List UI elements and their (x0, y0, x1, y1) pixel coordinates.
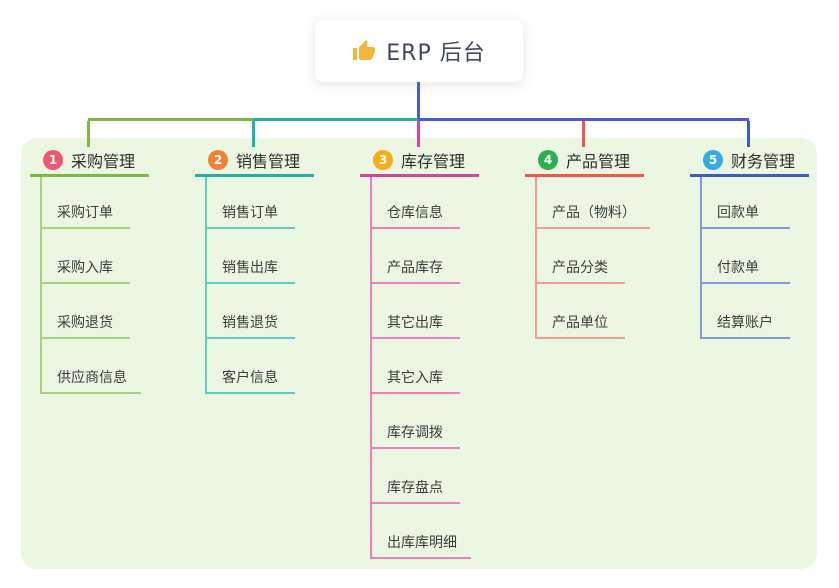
child-node-label: 库存盘点 (387, 480, 443, 496)
connector-drop (747, 121, 750, 147)
child-node-label: 结算账户 (717, 315, 773, 331)
branch-销售管理: 2 销售管理销售订单销售出库销售退货客户信息 (195, 146, 355, 394)
child-node[interactable]: 产品（物料） (537, 177, 650, 229)
child-node[interactable]: 回款单 (702, 177, 790, 229)
connector-drop (582, 121, 585, 147)
thumbs-up-icon (352, 39, 376, 63)
child-node-label: 其它入库 (387, 370, 443, 386)
child-node[interactable]: 其它出库 (372, 284, 460, 339)
child-node[interactable]: 产品库存 (372, 229, 460, 284)
child-node-label: 采购入库 (57, 260, 113, 276)
branch-label: 产品管理 (566, 152, 631, 171)
child-node[interactable]: 仓库信息 (372, 177, 460, 229)
branch-number-badge: 4 (538, 150, 558, 170)
child-node[interactable]: 客户信息 (207, 339, 295, 394)
child-node[interactable]: 采购退货 (42, 284, 130, 339)
branch-title[interactable]: 3 库存管理 (360, 146, 479, 177)
child-node-label: 回款单 (717, 205, 759, 221)
branch-采购管理: 1 采购管理采购订单采购入库采购退货供应商信息 (30, 146, 190, 394)
branch-title[interactable]: 2 销售管理 (195, 146, 314, 177)
connector-drop (87, 121, 90, 147)
child-node-label: 仓库信息 (387, 205, 443, 221)
branch-财务管理: 5 财务管理回款单付款单结算账户 (690, 146, 839, 339)
child-node[interactable]: 库存调拨 (372, 394, 460, 449)
branch-title[interactable]: 4 产品管理 (525, 146, 644, 177)
branch-title[interactable]: 1 采购管理 (30, 146, 149, 177)
child-node[interactable]: 产品分类 (537, 229, 625, 284)
child-node-label: 产品（物料） (552, 205, 636, 221)
branch-number-badge: 1 (43, 150, 63, 170)
child-node[interactable]: 产品单位 (537, 284, 625, 339)
child-node[interactable]: 库存盘点 (372, 449, 460, 504)
child-node[interactable]: 付款单 (702, 229, 790, 284)
branches-panel (21, 138, 817, 569)
child-node-label: 其它出库 (387, 315, 443, 331)
branch-title[interactable]: 5 财务管理 (690, 146, 809, 177)
branch-children: 回款单付款单结算账户 (700, 177, 790, 339)
branch-children: 采购订单采购入库采购退货供应商信息 (40, 177, 141, 394)
child-node-label: 客户信息 (222, 370, 278, 386)
child-node-label: 采购退货 (57, 315, 113, 331)
branch-number-badge: 5 (703, 150, 723, 170)
branch-label: 采购管理 (71, 152, 136, 171)
child-node-label: 采购订单 (57, 205, 113, 221)
child-node[interactable]: 采购订单 (42, 177, 130, 229)
child-node-label: 销售出库 (222, 260, 278, 276)
child-node[interactable]: 销售出库 (207, 229, 295, 284)
branch-children: 仓库信息产品库存其它出库其它入库库存调拨库存盘点出库库明细 (370, 177, 471, 559)
child-node[interactable]: 销售订单 (207, 177, 295, 229)
child-node-label: 产品库存 (387, 260, 443, 276)
branch-number-badge: 3 (373, 150, 393, 170)
connector-drop (417, 121, 420, 147)
child-node[interactable]: 采购入库 (42, 229, 130, 284)
branch-label: 财务管理 (731, 152, 796, 171)
branch-label: 库存管理 (401, 152, 466, 171)
connector-bus-segment (253, 118, 419, 121)
branch-库存管理: 3 库存管理仓库信息产品库存其它出库其它入库库存调拨库存盘点出库库明细 (360, 146, 520, 559)
child-node-label: 付款单 (717, 260, 759, 276)
child-node[interactable]: 销售退货 (207, 284, 295, 339)
child-node-label: 出库库明细 (387, 535, 457, 551)
child-node-label: 产品分类 (552, 260, 608, 276)
root-node[interactable]: ERP 后台 (315, 20, 523, 82)
branch-label: 销售管理 (236, 152, 301, 171)
child-node[interactable]: 其它入库 (372, 339, 460, 394)
branch-number-badge: 2 (208, 150, 228, 170)
root-node-label: ERP 后台 (386, 41, 486, 66)
connector-drop (252, 121, 255, 147)
child-node[interactable]: 出库库明细 (372, 504, 471, 559)
child-node-label: 产品单位 (552, 315, 608, 331)
branch-children: 销售订单销售出库销售退货客户信息 (205, 177, 295, 394)
child-node-label: 销售退货 (222, 315, 278, 331)
child-node[interactable]: 结算账户 (702, 284, 790, 339)
branch-children: 产品（物料） 产品分类产品单位 (535, 177, 650, 339)
connector-bus-segment (88, 118, 254, 121)
child-node-label: 销售订单 (222, 205, 278, 221)
connector-bus-segment (418, 118, 749, 121)
child-node-label: 库存调拨 (387, 425, 443, 441)
branch-产品管理: 4 产品管理产品（物料） 产品分类产品单位 (525, 146, 685, 339)
child-node-label: 供应商信息 (57, 370, 127, 386)
connector-root-stem (417, 82, 420, 121)
child-node[interactable]: 供应商信息 (42, 339, 141, 394)
